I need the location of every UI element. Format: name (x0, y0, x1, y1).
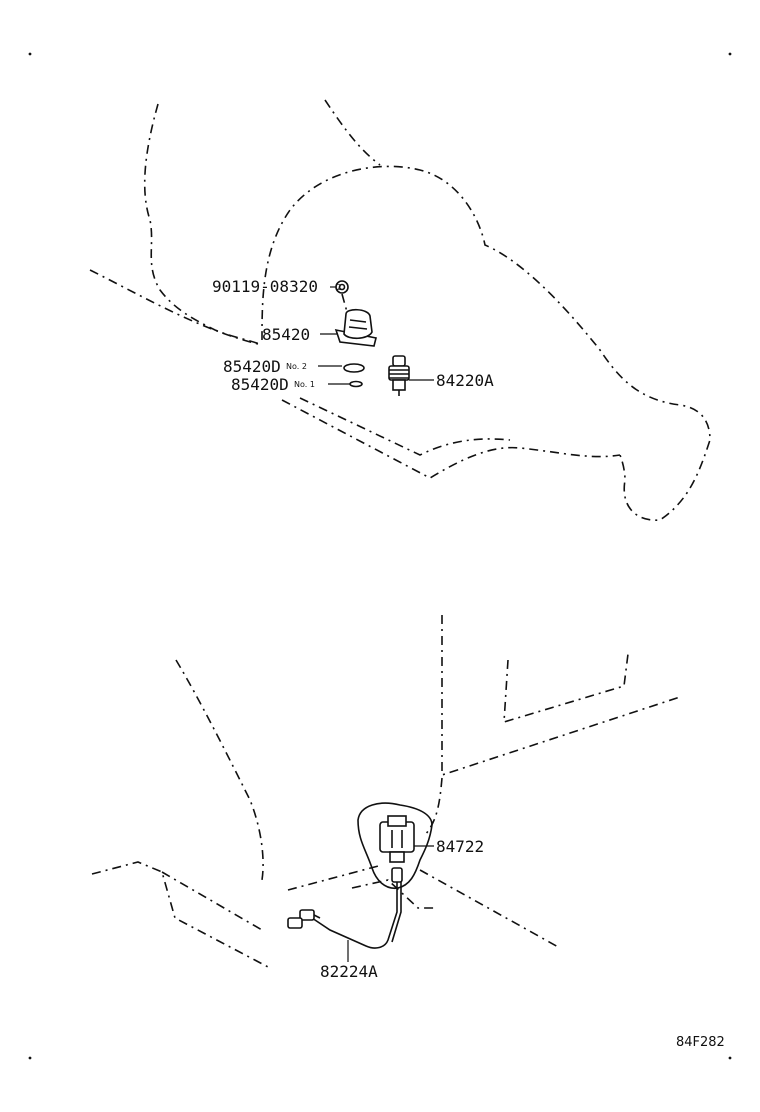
speed-sensor-part (334, 308, 377, 347)
label-wire-harness: 82224A (320, 962, 378, 981)
label-sensor-lower-2: 85420D (231, 375, 289, 394)
label-sensor-upper: 85420 (262, 325, 310, 344)
label-shift-switch: 84722 (436, 837, 484, 856)
label-bolt: 90119-08320 (212, 277, 318, 296)
shift-switch-part (379, 815, 415, 883)
o-ring-no1 (349, 380, 363, 388)
wire-harness-part (287, 882, 402, 949)
figure-code: 84F282 (676, 1035, 725, 1050)
label-bolt-qty: 2 (336, 283, 341, 292)
registration-marks (28, 52, 732, 1060)
label-sensor-lower-1: 85420D (223, 357, 281, 376)
switch-part (388, 355, 410, 396)
floor-tunnel-outline (91, 615, 681, 969)
o-ring-no2 (343, 363, 365, 373)
label-sensor-lower-2-note: No. 1 (294, 380, 315, 389)
label-sensor-lower-1-note: No. 2 (286, 362, 307, 371)
bolt-part (335, 280, 349, 313)
transmission-housing-outline (89, 99, 711, 521)
label-switch-right: 84220A (436, 371, 494, 390)
shift-boot (357, 802, 433, 890)
